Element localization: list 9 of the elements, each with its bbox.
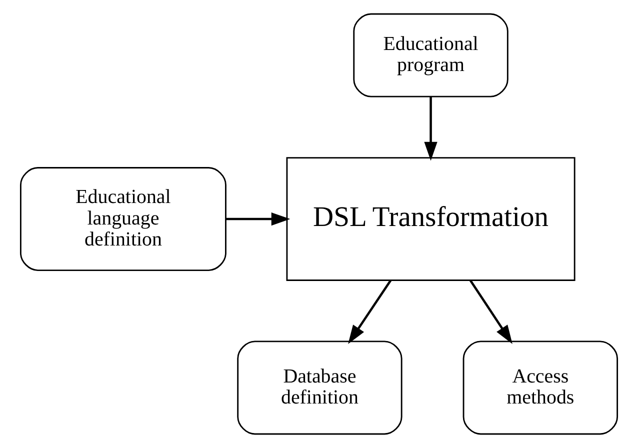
arrow [225, 212, 290, 226]
arrow [348, 280, 392, 344]
node-box: Educational program [352, 13, 508, 98]
node-box: Educational language definition [19, 167, 226, 271]
node-box: Access methods [462, 340, 618, 435]
node-box: Database definition [236, 340, 402, 435]
arrow [424, 96, 437, 161]
arrow [468, 280, 512, 344]
node-box: DSL Transformation [286, 157, 575, 281]
